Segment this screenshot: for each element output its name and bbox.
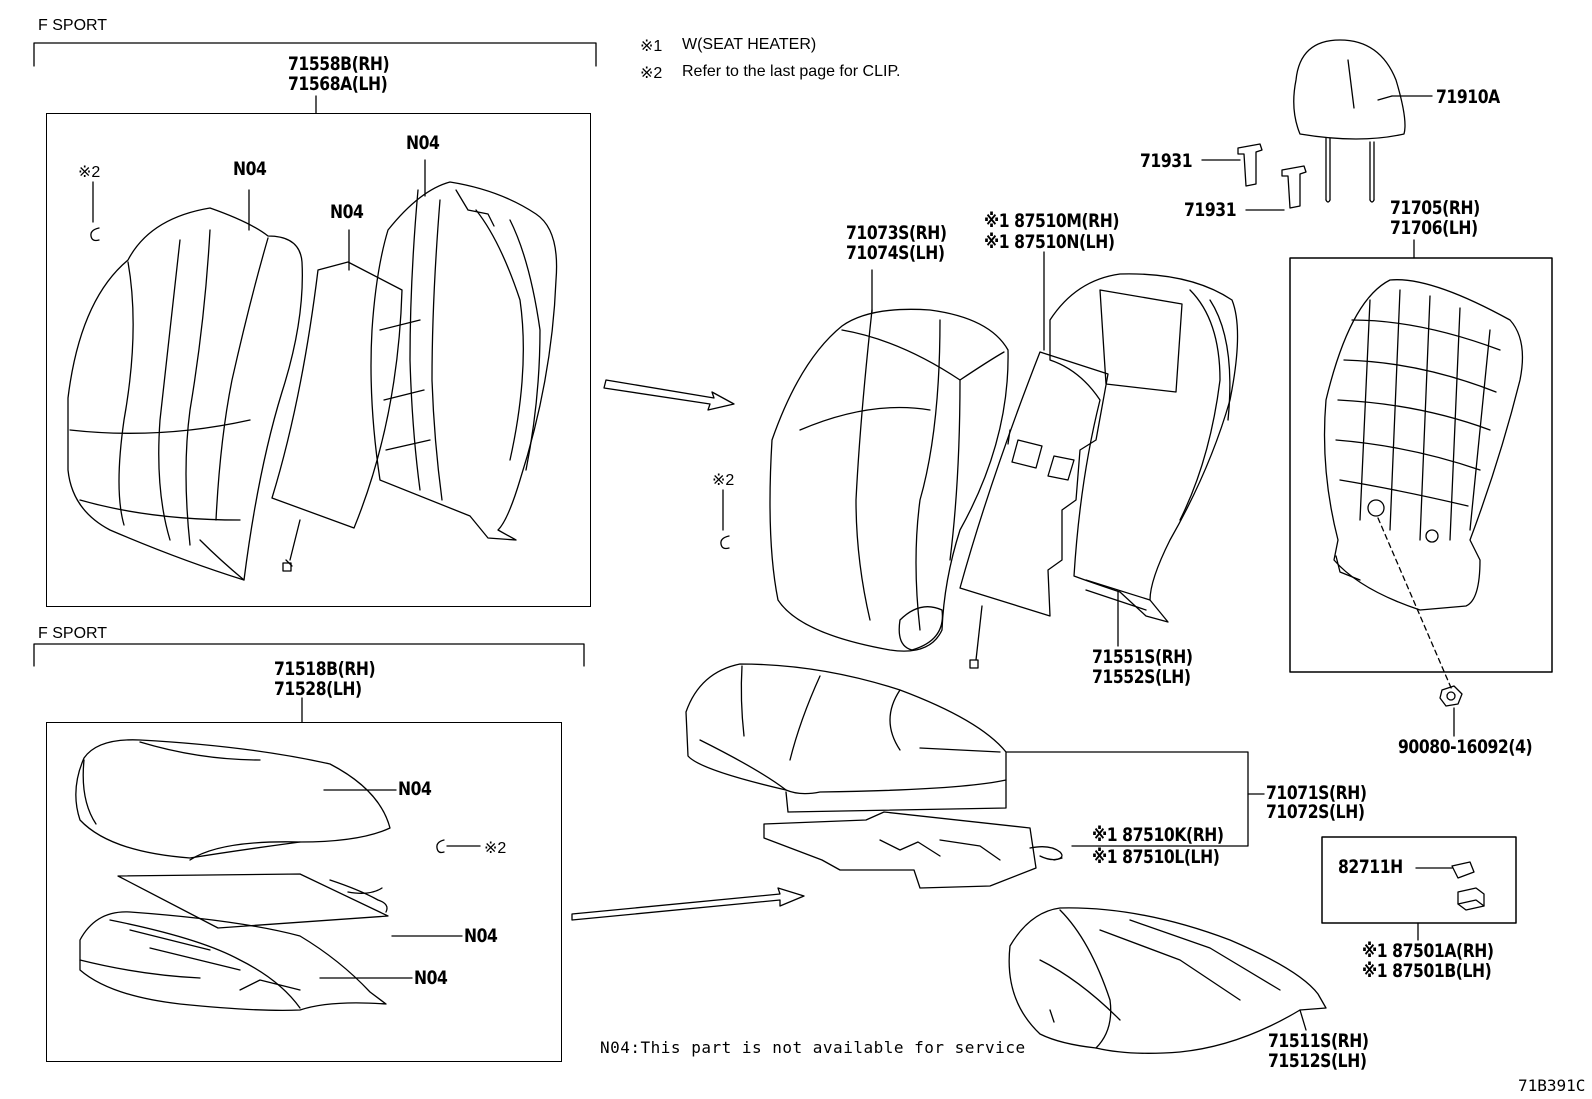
part-label-cushion-cover-fsport-lh[interactable]: 71528(LH) (274, 678, 362, 700)
connector-shape (1451, 861, 1485, 911)
n04-label: N04 (406, 132, 440, 154)
headrest-shape (1293, 39, 1406, 203)
back-cover-shape (769, 308, 1009, 652)
part-label-back-heater-lh[interactable]: ※1 87510N(LH) (984, 231, 1115, 253)
part-label-heater-element-lh[interactable]: ※1 87501B(LH) (1362, 960, 1492, 982)
part-label-back-cover-lh[interactable]: 71074S(LH) (846, 242, 945, 264)
cushion-pad-shape (1008, 907, 1327, 1054)
cushion-heater-shape (763, 811, 1063, 889)
part-label-back-pad-rh[interactable]: 71551S(RH) (1092, 646, 1193, 668)
note1-mark: ※1 (640, 38, 663, 55)
clip-ref-label: ※2 (484, 840, 507, 857)
part-label-cushion-pad-lh[interactable]: 71512S(LH) (1268, 1050, 1367, 1072)
upper-bracket (33, 42, 597, 114)
note1-text: W(SEAT HEATER) (682, 36, 817, 53)
part-label-cushion-heater-lh[interactable]: ※1 87510L(LH) (1092, 846, 1220, 868)
part-label-headrest-support[interactable]: 71931 (1184, 199, 1237, 221)
part-label-back-frame-lh[interactable]: 71706(LH) (1390, 217, 1478, 239)
n04-label: N04 (464, 925, 498, 947)
note2-text: Refer to the last page for CLIP. (682, 63, 901, 80)
part-label-back-heater-rh[interactable]: ※1 87510M(RH) (984, 210, 1120, 232)
lower-bracket (33, 643, 585, 723)
fsport-back-box (46, 113, 591, 607)
clip-ref-label: ※2 (712, 472, 735, 489)
clip-icon (720, 535, 730, 550)
back-pad-shape (1049, 273, 1239, 623)
fsport-cushion-pad-shape (79, 911, 387, 1012)
fsport-back-pad-shape (370, 181, 558, 541)
n04-label: N04 (233, 158, 267, 180)
part-label-cushion-cover-lh[interactable]: 71072S(LH) (1266, 801, 1365, 823)
clip-icon (90, 227, 100, 242)
diagram-code: 71B391C (1518, 1076, 1586, 1095)
bolt-shape (1439, 685, 1463, 737)
clip-icon (436, 839, 445, 854)
fsport-cushion-heater-shape (117, 873, 389, 929)
part-label-connector[interactable]: 82711H (1338, 856, 1403, 878)
part-label-back-frame-rh[interactable]: 71705(RH) (1390, 197, 1480, 219)
n04-label: N04 (414, 967, 448, 989)
lower-section-title: F SPORT (38, 625, 108, 642)
cushion-cover-shape (685, 663, 1007, 813)
part-label-back-pad-lh[interactable]: 71552S(LH) (1092, 666, 1191, 688)
back-heater-shape (959, 351, 1109, 669)
fsport-cushion-cover-shape (75, 739, 391, 861)
leader-lines (248, 95, 1453, 1031)
part-label-bolt[interactable]: 90080-16092(4) (1398, 736, 1533, 758)
note2-mark: ※2 (640, 65, 663, 82)
connector-box (1321, 836, 1517, 924)
n04-label: N04 (330, 201, 364, 223)
headrest-support-shape (1237, 143, 1307, 209)
arrow-lower (571, 887, 805, 921)
part-label-back-cover-fsport-lh[interactable]: 71568A(LH) (288, 73, 388, 95)
part-label-cushion-pad-rh[interactable]: 71511S(RH) (1268, 1030, 1369, 1052)
part-label-headrest[interactable]: 71910A (1436, 86, 1500, 108)
fsport-back-heater-shape (271, 261, 403, 572)
part-label-back-cover-rh[interactable]: 71073S(RH) (846, 222, 947, 244)
part-label-cushion-heater-rh[interactable]: ※1 87510K(RH) (1092, 824, 1224, 846)
back-frame-shape (1323, 279, 1524, 691)
back-frame-box (1289, 257, 1553, 673)
part-label-headrest-support[interactable]: 71931 (1140, 150, 1193, 172)
part-label-cushion-cover-rh[interactable]: 71071S(RH) (1266, 782, 1367, 804)
part-label-cushion-cover-fsport-rh[interactable]: 71518B(RH) (274, 658, 376, 680)
n04-label: N04 (398, 778, 432, 800)
fsport-back-cover-shape (67, 207, 303, 581)
upper-section-title: F SPORT (38, 17, 108, 34)
part-label-heater-element-rh[interactable]: ※1 87501A(RH) (1362, 940, 1494, 962)
service-note: N04:This part is not available for servi… (600, 1038, 1026, 1057)
clip-ref-label: ※2 (78, 164, 101, 181)
part-label-back-cover-fsport-rh[interactable]: 71558B(RH) (288, 53, 390, 75)
arrow-upper (603, 379, 735, 411)
fsport-cushion-box (46, 722, 562, 1062)
